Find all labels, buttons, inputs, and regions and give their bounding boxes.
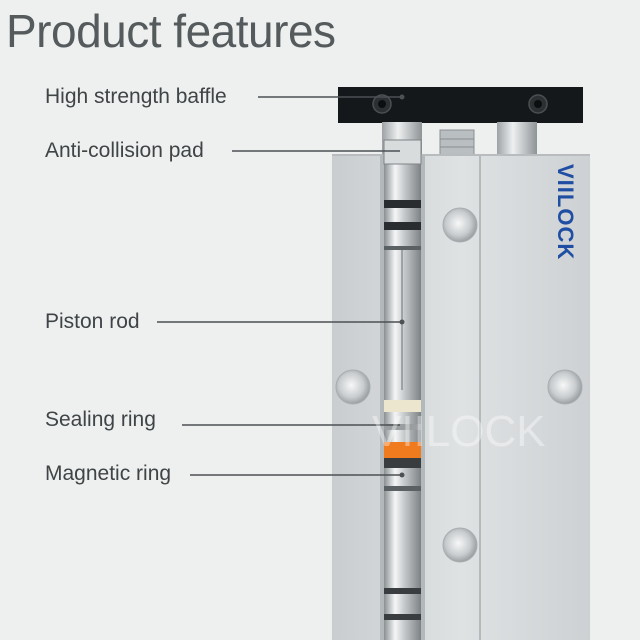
mount-hole-mid-left xyxy=(335,369,371,405)
mount-hole-bottom xyxy=(442,527,478,563)
label-baffle: High strength baffle xyxy=(45,85,227,108)
guide-rod-right xyxy=(497,122,537,158)
mount-hole-top xyxy=(442,207,478,243)
label-pad: Anti-collision pad xyxy=(45,139,204,162)
center-nut xyxy=(439,129,475,157)
mount-hole-mid-right xyxy=(547,369,583,405)
label-seal: Sealing ring xyxy=(45,408,156,431)
page-title: Product features xyxy=(6,5,336,57)
label-magnet: Magnetic ring xyxy=(45,462,172,485)
sealing-ring xyxy=(384,400,421,412)
piston-rod xyxy=(384,155,421,640)
watermark: VIILOCK xyxy=(372,407,546,456)
label-rod: Piston rod xyxy=(45,310,140,333)
anti-collision-pad xyxy=(383,139,422,165)
brand-logo: VIILOCK xyxy=(553,164,578,260)
magnetic-ring xyxy=(384,442,421,458)
